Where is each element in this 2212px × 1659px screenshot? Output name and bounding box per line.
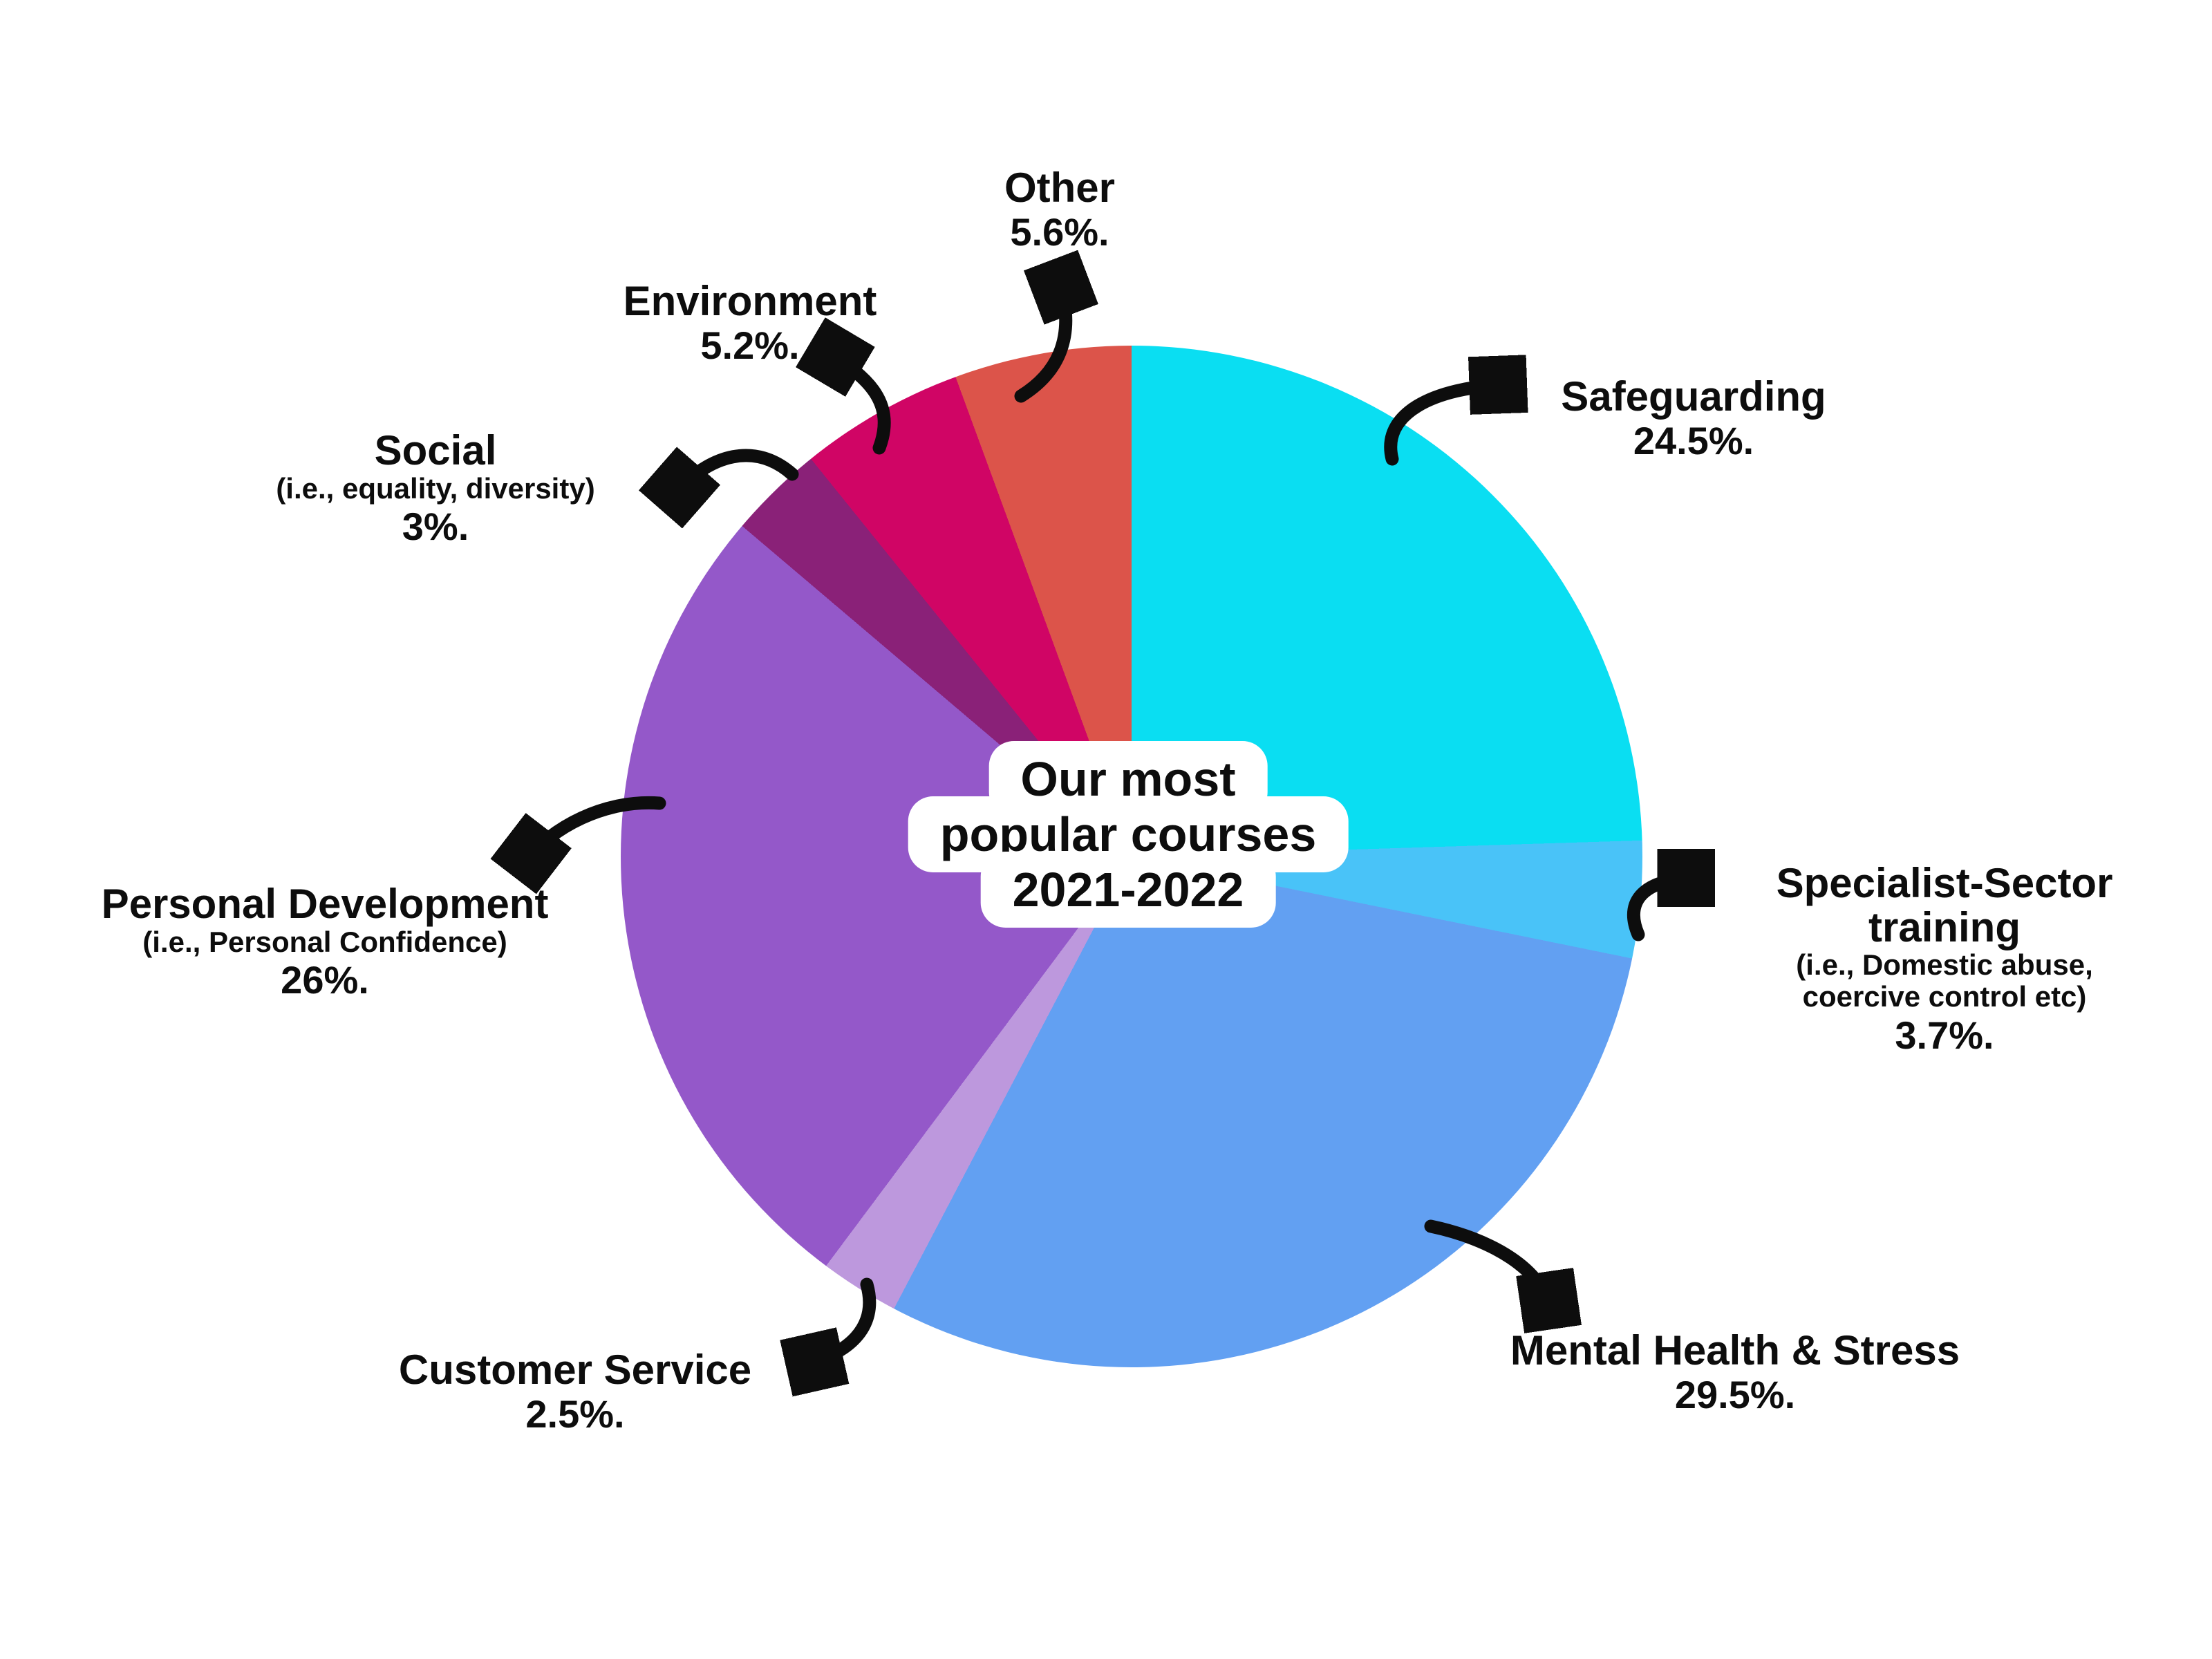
label-customer-value: 2.5%. — [525, 1391, 625, 1436]
label-specialist-sub-line2: coercive control etc) — [1802, 980, 2087, 1013]
label-other-name: Other — [1004, 165, 1116, 211]
label-specialist-name-line1: Specialist-Sector — [1776, 860, 2113, 906]
label-mental-name: Mental Health & Stress — [1510, 1327, 1960, 1374]
label-social-sub: (i.e., equality, diversity) — [276, 471, 595, 505]
label-specialist: Specialist-Sector training (i.e., Domest… — [1777, 861, 2113, 1056]
label-mental-value: 29.5%. — [1674, 1372, 1796, 1416]
label-personal-value: 26%. — [281, 957, 369, 1002]
label-safeguarding: Safeguarding 24.5%. — [1561, 375, 1826, 461]
label-customer: Customer Service 2.5%. — [399, 1348, 751, 1434]
arrow-customer-icon — [803, 1277, 877, 1365]
label-safeguarding-name: Safeguarding — [1561, 373, 1826, 420]
label-environment: Environment 5.2%. — [624, 279, 877, 366]
label-environment-value: 5.2%. — [700, 323, 800, 367]
label-environment-name: Environment — [623, 278, 877, 324]
label-specialist-value: 3.7%. — [1895, 1013, 1994, 1057]
label-customer-name: Customer Service — [398, 1347, 752, 1393]
label-personal-sub: (i.e., Personal Confidence) — [142, 925, 507, 958]
label-personal-name: Personal Development — [101, 881, 549, 927]
label-personal: Personal Development (i.e., Personal Con… — [102, 882, 549, 1000]
label-specialist-name-line2: training — [1868, 903, 2021, 950]
label-specialist-sub-line1: (i.e., Domestic abuse, — [1796, 948, 2093, 982]
chart-title-line3: 2021-2022 — [980, 852, 1276, 928]
label-social: Social (i.e., equality, diversity) 3%. — [276, 429, 594, 547]
arrow-specialist-icon — [1627, 878, 1698, 941]
label-other: Other 5.6%. — [1004, 166, 1115, 252]
label-mental: Mental Health & Stress 29.5%. — [1510, 1329, 1960, 1415]
chart-title: Our most popular courses 2021-2022 — [908, 741, 1349, 928]
label-other-value: 5.6%. — [1010, 209, 1109, 254]
label-social-name: Social — [374, 427, 497, 474]
label-social-value: 3%. — [402, 504, 469, 548]
label-safeguarding-value: 24.5%. — [1633, 418, 1754, 462]
